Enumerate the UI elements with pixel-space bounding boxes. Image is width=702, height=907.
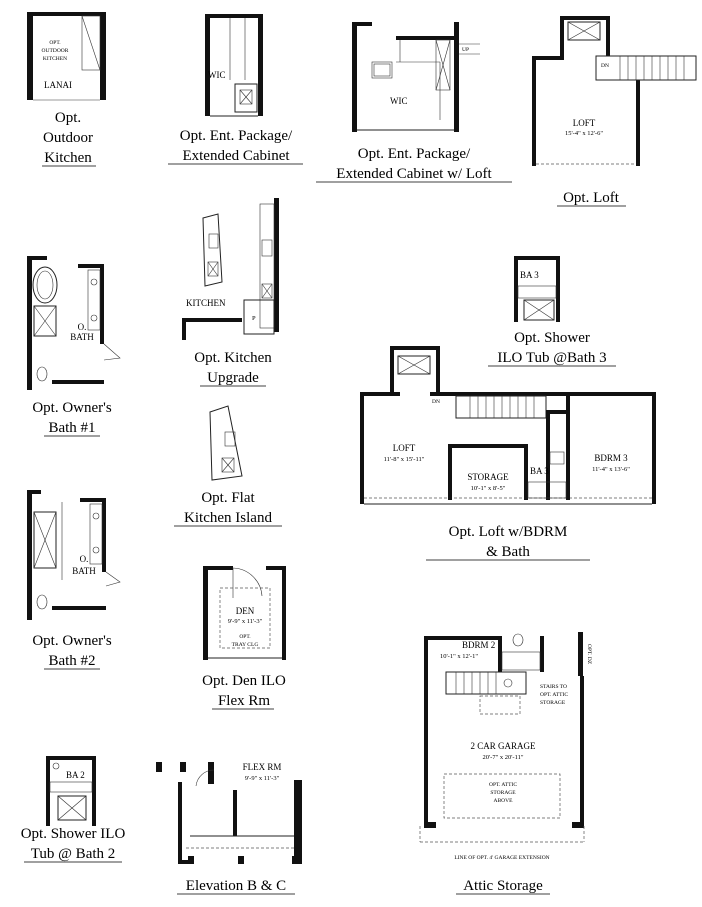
caption-line-2: ILO Tub @Bath 3 (497, 350, 606, 366)
caption-line-1: Opt. Owner's (32, 633, 112, 649)
plan-owners-bath-1: O. BATH Opt. Owner's Bath #1 (27, 256, 121, 437)
garage-extension-label: LINE OF OPT. 4' GARAGE EXTENSION (454, 855, 549, 861)
bath-label: BATH (70, 332, 94, 342)
plan-flat-island: Opt. Flat Kitchen Island (174, 405, 282, 527)
caption-line-1: Opt. Kitchen (194, 350, 272, 366)
garage-dims: 20'-7" x 20'-11" (483, 754, 524, 761)
plan-den-flex: DEN 9'-9" x 11'-3" OPT. TRAY CLG Opt. De… (202, 566, 286, 710)
caption-line-1: Opt. Shower (514, 330, 590, 346)
dn-label: DN (601, 63, 609, 69)
o-label: O. (78, 322, 87, 332)
plan-shower-bath2: BA 2 Opt. Shower ILO Tub @ Bath 2 (21, 756, 126, 863)
pantry-label: P (252, 315, 256, 322)
kitchen-label: KITCHEN (43, 56, 67, 62)
attic-label-2: STORAGE (490, 790, 516, 796)
attic-label-1: OPT. ATTIC (489, 782, 517, 788)
caption-line-2: Extended Cabinet (182, 148, 290, 164)
stairs-label-1: STAIRS TO (540, 684, 567, 690)
caption-line-1: Opt. Loft w/BDRM (449, 524, 568, 540)
plan-kitchen-upgrade: P KITCHEN Opt. Kitchen Upgrade (182, 198, 279, 387)
caption-line-2: Extended Cabinet w/ Loft (336, 166, 492, 182)
caption-line-1: Elevation B & C (186, 878, 286, 894)
caption-line-1: Opt. Ent. Package/ (358, 146, 471, 162)
bdrm2-dims: 10'-1" x 12'-1" (440, 653, 478, 660)
storage-label: STORAGE (467, 472, 509, 482)
dn-label: DN (432, 399, 440, 405)
caption-line-2: Upgrade (207, 370, 259, 386)
opt-label: OPT. (49, 40, 61, 46)
bdrm3-label: BDRM 3 (594, 453, 628, 463)
plan-owners-bath-2: O. BATH Opt. Owner's Bath #2 (27, 490, 121, 670)
bdrm2-label: BDRM 2 (462, 640, 495, 650)
plan-shower-bath3: BA 3 Opt. Shower ILO Tub @Bath 3 (488, 256, 616, 367)
plan-outdoor-kitchen: OPT. OUTDOOR KITCHEN LANAI Opt. Outdoor … (27, 12, 106, 167)
wic-label: WIC (208, 70, 226, 80)
attic-label-3: ABOVE (494, 798, 514, 804)
caption-line-1: Opt. Shower ILO (21, 826, 126, 842)
lanai-label: LANAI (44, 80, 72, 90)
caption-line-2: & Bath (486, 544, 530, 560)
opt-label: OPT. (239, 634, 251, 640)
caption-line-2: Tub @ Bath 2 (31, 846, 116, 862)
caption-line-1: Opt. Loft (563, 190, 620, 206)
loft-label: LOFT (573, 118, 596, 128)
den-label: DEN (236, 606, 255, 616)
caption-line-2: Bath #2 (48, 653, 95, 669)
wic-label: WIC (390, 96, 408, 106)
caption-line-1: Attic Storage (463, 878, 543, 894)
plan-elevation-bc: FLEX RM 9'-9" x 11'-3" Elevation B & C (156, 762, 302, 895)
up-label: UP (462, 47, 469, 53)
plan-loft-bdrm-bath: DN LOFT 11'-8" x 15'-11" STORAGE 10'-1" … (360, 346, 656, 561)
loft-label: LOFT (393, 443, 416, 453)
caption-line-1: Opt. Den ILO (202, 673, 286, 689)
caption-line-2: Flex Rm (218, 693, 270, 709)
stairs-label-2: OPT. ATTIC (540, 692, 568, 698)
loft-dims: 11'-8" x 15'-11" (384, 456, 425, 463)
plan-loft: DN LOFT 15'-4" x 12'-6" Opt. Loft (532, 16, 697, 207)
opt-dz-label: OPT. DZ (586, 644, 592, 665)
ba2-label: BA 2 (66, 770, 85, 780)
caption-line-2: Outdoor (43, 130, 93, 146)
outdoor-label: OUTDOOR (42, 48, 69, 54)
plan-attic-storage: OPT. DZ STAIRS TO OPT. ATTIC STORAGE BDR… (419, 632, 592, 895)
bath-label: BATH (72, 566, 96, 576)
garage-label: 2 CAR GARAGE (470, 741, 536, 751)
plan-ent-package: WIC Opt. Ent. Package/ Extended Cabinet (168, 14, 303, 165)
plan-ent-package-loft: UP WIC Opt. Ent. Package/ Extended Cabin… (316, 22, 512, 183)
caption-line-2: Bath #1 (48, 420, 95, 436)
caption-line-1: Opt. Flat (201, 490, 255, 506)
tray-clg-label: TRAY CLG (232, 642, 259, 648)
flex-rm-label: FLEX RM (243, 762, 282, 772)
caption-line-1: Opt. Owner's (32, 400, 112, 416)
caption-line-2: Kitchen Island (184, 510, 272, 526)
stairs-label-3: STORAGE (540, 700, 566, 706)
ba3-label: BA 3 (520, 270, 539, 280)
o-label: O. (80, 554, 89, 564)
caption-line-1: Opt. Ent. Package/ (180, 128, 293, 144)
storage-dims: 10'-1" x 8'-5" (471, 485, 506, 492)
loft-dims: 15'-4" x 12'-6" (565, 130, 603, 137)
caption-line-3: Kitchen (44, 150, 92, 166)
den-dims: 9'-9" x 11'-3" (228, 618, 263, 625)
ba3-label: BA 3 (530, 466, 549, 476)
kitchen-label: KITCHEN (186, 298, 226, 308)
caption-line-1: Opt. (55, 110, 81, 126)
bdrm3-dims: 11'-4" x 13'-6" (592, 466, 630, 473)
flex-rm-dims: 9'-9" x 11'-3" (245, 775, 280, 782)
